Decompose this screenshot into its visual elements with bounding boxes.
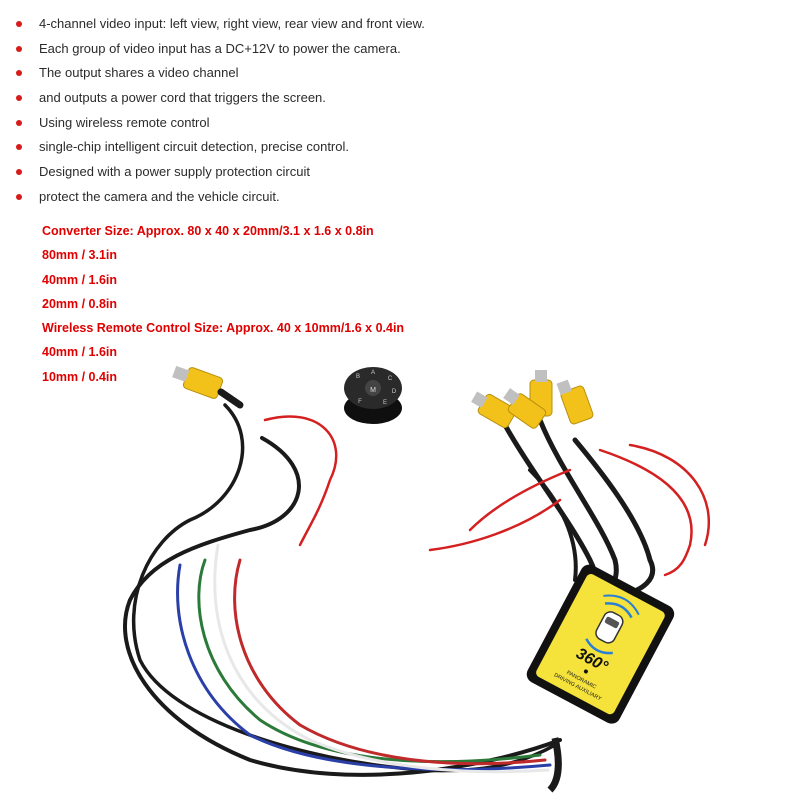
rca-connector <box>556 379 594 425</box>
converter-size-line: 20mm / 0.8in <box>42 296 118 311</box>
remote-button-label: E <box>383 400 387 406</box>
wireless-remote: M B A C D E F <box>344 367 402 424</box>
feature-item: Designed with a power supply protection … <box>16 162 425 187</box>
car-sensor-icon <box>585 594 640 655</box>
rca-connector <box>503 388 547 429</box>
feature-item: The output shares a video channel <box>16 63 425 88</box>
feature-text: The output shares a video channel <box>39 65 239 81</box>
feature-text: Designed with a power supply protection … <box>39 164 310 180</box>
feature-text: protect the camera and the vehicle circu… <box>39 188 280 204</box>
remote-button-label: B <box>356 374 360 380</box>
remote-button-label: A <box>371 370 375 376</box>
feature-item: Each group of video input has a DC+12V t… <box>16 39 425 64</box>
remote-button-label: D <box>392 389 397 395</box>
size-specs: Converter Size: Approx. 80 x 40 x 20mm/3… <box>42 221 404 391</box>
feature-item: protect the camera and the vehicle circu… <box>16 187 425 212</box>
feature-item: 4-channel video input: left view, right … <box>16 14 425 39</box>
feature-item: and outputs a power cord that triggers t… <box>16 88 425 113</box>
converter-box: 360° PANORAMIC DRIVING AUXILIARY <box>526 564 675 724</box>
converter-size-line: 80mm / 3.1in <box>42 248 118 263</box>
bullet-dot <box>16 70 22 77</box>
feature-text: single-chip intelligent circuit detectio… <box>39 139 349 155</box>
bullet-dot <box>16 144 22 151</box>
bullet-dot <box>16 169 22 176</box>
wire-harness <box>123 403 711 777</box>
bullet-dot <box>16 119 22 126</box>
feature-text: and outputs a power cord that triggers t… <box>39 90 326 106</box>
feature-item: single-chip intelligent circuit detectio… <box>16 137 425 162</box>
bullet-dot <box>16 193 22 200</box>
feature-item: Using wireless remote control <box>16 113 425 138</box>
bullet-dot <box>16 45 22 52</box>
rca-connector <box>471 391 517 429</box>
bullet-dot <box>16 21 22 27</box>
remote-size-heading: Wireless Remote Control Size: Approx. 40… <box>42 321 405 336</box>
converter-size-line: 40mm / 1.6in <box>42 272 118 287</box>
remote-button-label: F <box>358 399 362 405</box>
rca-connector <box>172 365 244 409</box>
remote-button-label: M <box>370 387 376 394</box>
feature-text: Each group of video input has a DC+12V t… <box>39 40 401 56</box>
feature-text: 4-channel video input: left view, right … <box>39 16 425 31</box>
feature-list: 4-channel video input: left view, right … <box>16 14 425 212</box>
output-cable <box>547 737 562 793</box>
remote-size-line: 40mm / 1.6in <box>42 345 118 360</box>
remote-button-label: C <box>388 376 393 382</box>
feature-text: Using wireless remote control <box>39 114 210 130</box>
bullet-dot <box>16 95 22 102</box>
converter-size-heading: Converter Size: Approx. 80 x 40 x 20mm/3… <box>42 224 374 238</box>
remote-size-line: 10mm / 0.4in <box>42 369 118 384</box>
